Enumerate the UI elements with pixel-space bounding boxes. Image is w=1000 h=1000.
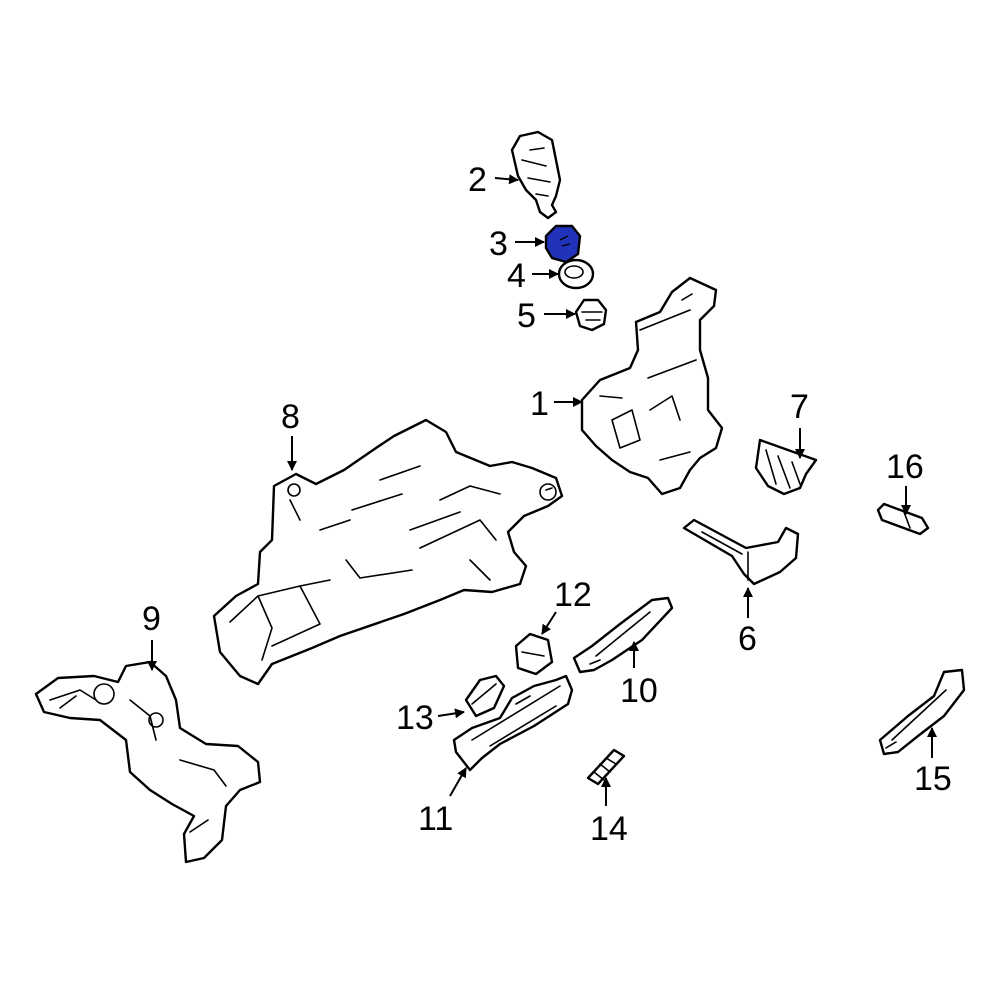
callout-6[interactable]: 6 [738, 620, 757, 658]
part-4-washer[interactable] [557, 258, 595, 290]
callout-16[interactable]: 16 [886, 448, 924, 486]
callout-7[interactable]: 7 [790, 388, 809, 426]
part-7-clip[interactable] [754, 438, 818, 496]
callout-4[interactable]: 4 [507, 257, 526, 295]
callout-12[interactable]: 12 [554, 576, 592, 614]
part-9-arm[interactable] [34, 660, 262, 864]
callout-15[interactable]: 15 [914, 760, 952, 798]
part-3-bushing-highlighted[interactable] [544, 224, 582, 264]
part-13-pad[interactable] [464, 674, 506, 718]
part-10-lever[interactable] [572, 596, 674, 674]
callout-9[interactable]: 9 [142, 600, 161, 638]
part-11-rail[interactable] [452, 674, 574, 772]
part-6-support[interactable] [682, 518, 800, 586]
callout-10[interactable]: 10 [620, 672, 658, 710]
callout-arrows [147, 174, 937, 806]
callout-13[interactable]: 13 [396, 699, 434, 737]
callout-14[interactable]: 14 [590, 810, 628, 848]
callout-3[interactable]: 3 [489, 225, 508, 263]
part-16-pin[interactable] [876, 502, 930, 536]
callout-1[interactable]: 1 [530, 385, 549, 423]
part-12-block[interactable] [514, 632, 554, 676]
part-1-bracket[interactable] [580, 276, 724, 496]
callout-2[interactable]: 2 [468, 161, 487, 199]
callout-8[interactable]: 8 [281, 398, 300, 436]
callout-11[interactable]: 11 [418, 800, 453, 838]
callout-5[interactable]: 5 [517, 297, 536, 335]
part-8-housing[interactable] [212, 418, 564, 686]
part-5-nut[interactable] [574, 298, 608, 332]
part-15-bracket[interactable] [878, 668, 966, 756]
part-2-lever[interactable] [510, 130, 562, 220]
callout-labels: 2 3 4 5 1 8 7 16 6 9 12 10 13 11 14 15 [142, 161, 952, 848]
